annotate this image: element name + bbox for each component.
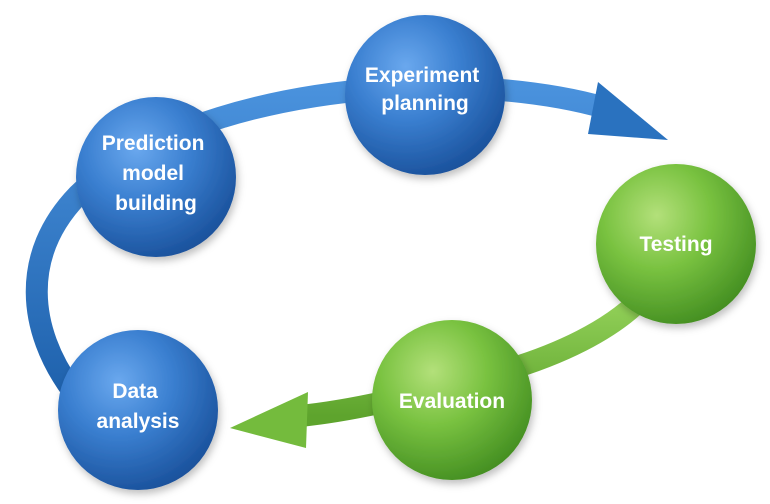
svg-text:Evaluation: Evaluation (399, 390, 505, 413)
svg-text:Testing: Testing (639, 233, 712, 256)
node-experiment-planning: Experiment planning (345, 15, 505, 175)
blue-arrowhead (588, 82, 668, 140)
node-label-data-analysis-line2: analysis (97, 410, 180, 433)
node-label-evaluation-line1: Evaluation (399, 390, 505, 413)
node-testing: Testing (596, 164, 756, 324)
node-label-experiment-planning-line2: planning (381, 92, 469, 115)
svg-text:Experiment planning: Experiment planning (365, 64, 485, 115)
svg-text:Prediction model b: Prediction model building (102, 132, 211, 215)
node-data-analysis: Data analysis (58, 330, 218, 490)
node-label-experiment-planning-line1: Experiment (365, 64, 479, 87)
node-label-data-analysis-line1: Data (112, 380, 158, 403)
node-label-prediction-line2: model (122, 162, 184, 185)
svg-text:Data analysis: Data analysis (97, 380, 180, 433)
green-arrowhead (230, 392, 308, 448)
node-label-prediction-line1: Prediction (102, 132, 205, 155)
node-label-testing-line1: Testing (639, 233, 712, 256)
node-prediction-model-building: Prediction model building (76, 97, 236, 257)
node-evaluation: Evaluation (372, 320, 532, 480)
node-label-prediction-line3: building (115, 192, 197, 215)
